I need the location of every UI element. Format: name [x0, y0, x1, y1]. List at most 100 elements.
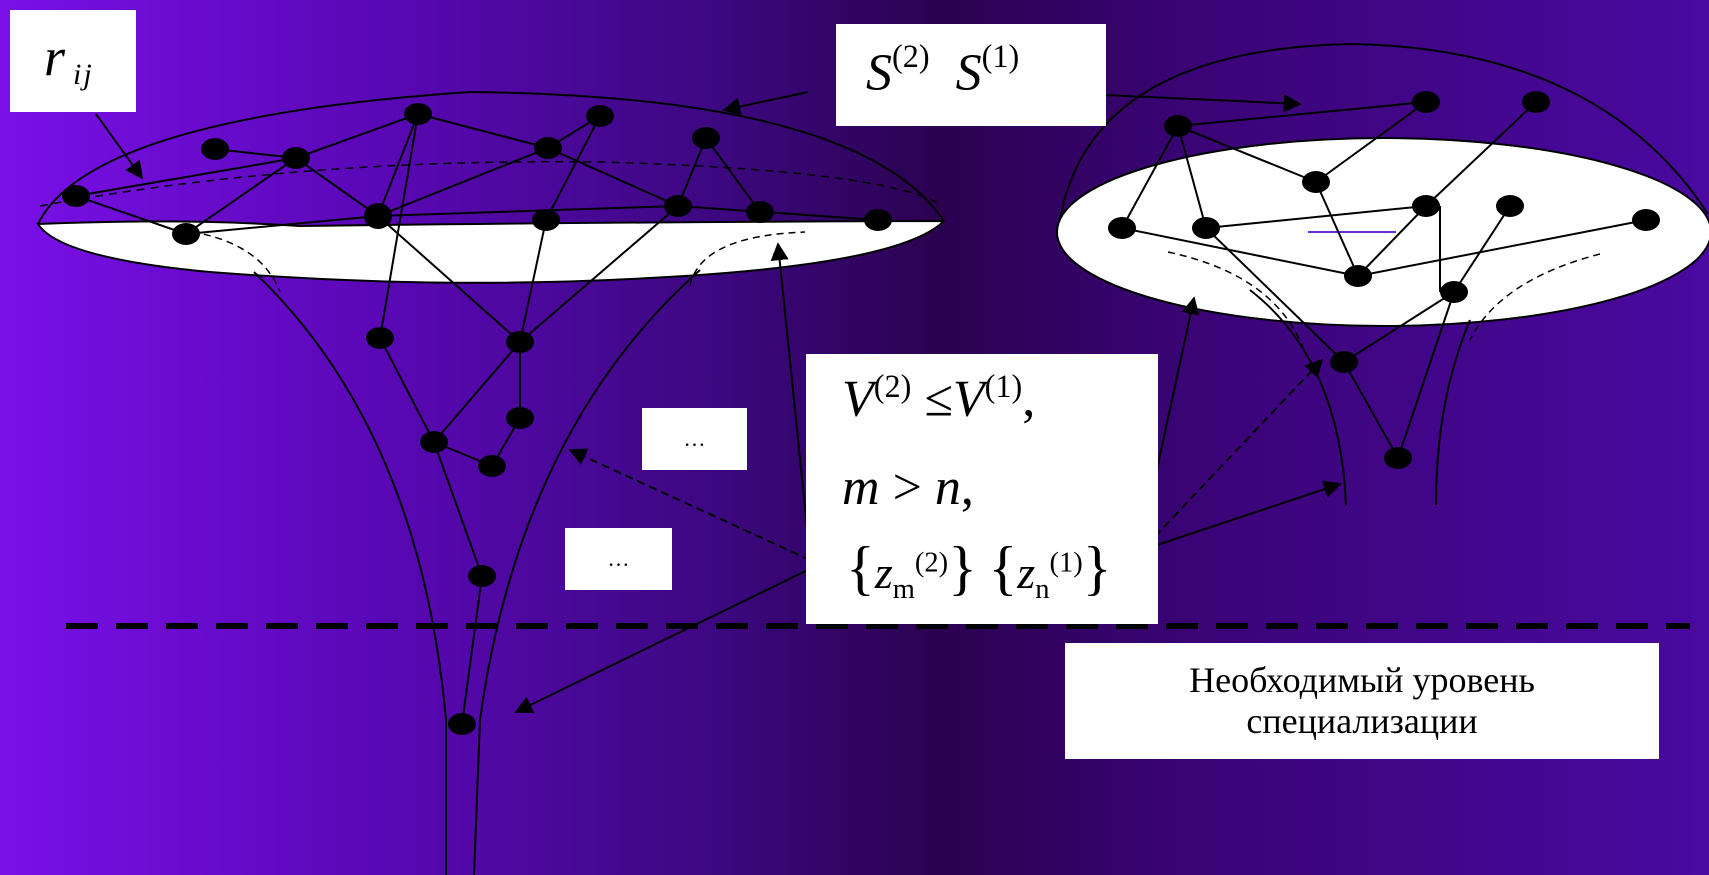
zn-superscript: (1)	[1049, 547, 1083, 579]
right-network-nodes	[1108, 91, 1660, 469]
arrow-z-to-left-stem	[514, 563, 821, 714]
v2-superscript: (2)	[873, 368, 912, 404]
s1-superscript: (1)	[981, 38, 1020, 74]
node	[1302, 171, 1330, 193]
node	[864, 209, 892, 231]
conditions-box: V(2) ≤V(1), m > n, {zm(2)} {zn(1)}	[806, 354, 1158, 624]
right-network-edges	[1121, 101, 1647, 459]
right-disk-inner-left-dashed	[1167, 251, 1307, 357]
node	[692, 127, 720, 149]
node	[1384, 447, 1412, 469]
node	[448, 713, 476, 735]
z-symbol: z	[1017, 547, 1036, 598]
left-funnel-stem-left	[253, 271, 447, 875]
left-funnel-disk-fill	[36, 219, 947, 284]
brace-close: }	[948, 535, 977, 601]
node	[468, 565, 496, 587]
right-disk-stem-right	[1435, 319, 1471, 506]
s2-symbol: S	[866, 44, 892, 102]
node	[1108, 217, 1136, 239]
brace-open: {	[988, 535, 1018, 601]
node	[664, 195, 692, 217]
node	[282, 147, 310, 169]
zm-superscript: (2)	[914, 547, 949, 579]
right-disk-dome	[1059, 42, 1709, 221]
left-network-nodes	[62, 103, 892, 735]
level-line-2: специализации	[1246, 701, 1478, 741]
right-disk-inner-right-dashed	[1469, 253, 1601, 341]
left-network-edges	[75, 113, 879, 725]
arrow-z-to-right-stem	[1147, 480, 1342, 549]
node	[506, 331, 534, 353]
s2-superscript: (2)	[892, 38, 930, 74]
annotation-arrows	[95, 91, 1342, 714]
label-r-ij: r ij	[10, 10, 136, 112]
node	[62, 185, 90, 207]
comma: ,	[960, 459, 974, 516]
brace-close: }	[1082, 535, 1112, 601]
node	[1412, 91, 1440, 113]
required-level-label: Необходимый уровень специализации	[1065, 643, 1659, 759]
node	[532, 209, 560, 231]
node	[1522, 91, 1550, 113]
arrow-z-to-left-dots	[568, 448, 811, 561]
le-sign: ≤	[924, 370, 953, 428]
z-symbol: z	[874, 547, 893, 598]
ellipsis-box-1: …	[642, 408, 747, 470]
node	[201, 138, 229, 160]
node	[1632, 209, 1660, 231]
left-funnel	[36, 90, 947, 875]
v1-superscript: (1)	[984, 368, 1023, 404]
arrow-s1	[1081, 93, 1302, 113]
node	[1496, 195, 1524, 217]
v2-symbol: V	[842, 370, 874, 428]
left-funnel-back-rim	[39, 160, 941, 207]
volume-inequality: V(2) ≤V(1),	[842, 368, 1035, 428]
node	[420, 431, 448, 453]
level-line-1: Необходимый уровень	[1189, 659, 1535, 700]
arrow-s2	[722, 91, 809, 116]
gt-sign: >	[892, 459, 922, 516]
right-disk-stem-left	[1249, 289, 1347, 506]
label-s-sets: S(2) S(1)	[836, 24, 1106, 126]
ellipsis-text: …	[607, 546, 630, 571]
ellipsis-text: …	[683, 426, 706, 451]
r-subscript: ij	[73, 58, 94, 91]
zn-subscript: n	[1035, 574, 1050, 606]
node	[1440, 281, 1468, 303]
node	[506, 407, 534, 429]
node	[1344, 265, 1372, 287]
n-symbol: n	[934, 459, 961, 516]
arrow-z-to-left-disk	[770, 242, 811, 557]
count-inequality: m > n,	[842, 458, 974, 517]
ellipsis-box-2: …	[565, 528, 672, 590]
zm-subscript: m	[892, 574, 915, 606]
node	[1412, 195, 1440, 217]
node	[1330, 351, 1358, 373]
left-funnel-stem-right	[473, 269, 701, 875]
arrow-z-to-right-inner	[1145, 358, 1324, 547]
z-sets: {zm(2)} {zn(1)}	[846, 534, 1112, 606]
node	[586, 105, 614, 127]
node	[404, 103, 432, 125]
comma: ,	[1022, 370, 1036, 428]
right-disk	[1056, 42, 1709, 506]
node	[172, 223, 200, 245]
node	[478, 455, 506, 477]
node	[366, 327, 394, 349]
v1-symbol: V	[952, 370, 985, 428]
s-sets-text: S(2) S(1)	[866, 38, 1019, 102]
node	[1164, 115, 1192, 137]
s1-symbol: S	[955, 44, 982, 102]
node	[534, 137, 562, 159]
r-symbol: r	[44, 27, 66, 87]
left-funnel-inner-right-dashed	[689, 231, 806, 287]
m-symbol: m	[842, 459, 880, 516]
node	[746, 201, 774, 223]
brace-open: {	[846, 535, 875, 601]
node	[1192, 217, 1220, 239]
left-funnel-top-dome	[37, 90, 945, 225]
arrow-rij-to-link	[95, 113, 144, 180]
node	[364, 203, 392, 229]
